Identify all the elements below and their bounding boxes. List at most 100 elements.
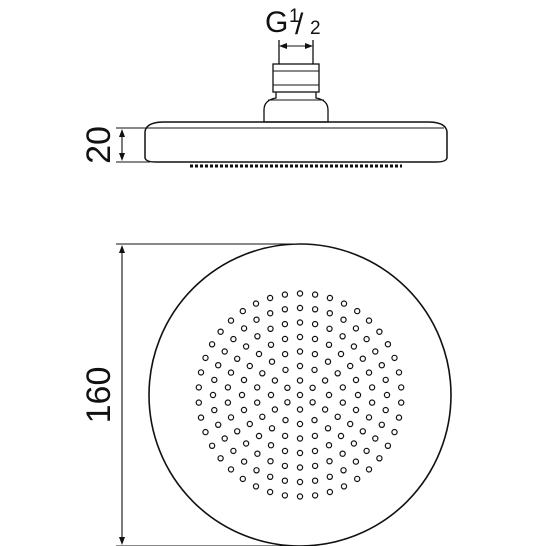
nozzle-dot xyxy=(365,369,373,376)
nozzle-dot xyxy=(359,355,366,362)
nozzle-dot xyxy=(340,316,347,323)
nozzle-dot xyxy=(384,341,392,348)
nozzle-dot xyxy=(254,384,261,391)
height-arrow-top xyxy=(119,129,125,137)
nozzle-dot xyxy=(281,432,289,440)
nozzle-dot xyxy=(368,399,376,406)
thread-label-numerator: 1 xyxy=(289,6,300,27)
nozzle-dot xyxy=(337,350,345,358)
nozzle-dot xyxy=(311,462,319,470)
nozzle-dot xyxy=(281,350,289,358)
nozzle-dot xyxy=(354,475,361,483)
nozzle-dot xyxy=(372,435,379,442)
nozzle-dot xyxy=(255,350,263,358)
nozzle-dot xyxy=(395,414,403,421)
nozzle-dot xyxy=(365,414,373,421)
swivel-neck xyxy=(263,92,329,123)
nozzle-dot xyxy=(202,354,209,362)
nozzle-dot xyxy=(217,328,224,335)
nozzle-dot xyxy=(284,399,291,406)
nozzle-dot xyxy=(368,384,376,391)
nozzle-dot xyxy=(296,420,304,428)
nozzle-dot xyxy=(282,366,289,374)
head-face-outline xyxy=(148,243,452,546)
nozzle-dot xyxy=(227,369,235,376)
nozzle-dot xyxy=(372,348,379,355)
nozzle-dot xyxy=(365,466,373,473)
nozzle-dot xyxy=(271,377,279,384)
nozzle-dot xyxy=(240,406,248,414)
nozzle-dot xyxy=(376,455,383,462)
nozzle-dot xyxy=(195,384,202,391)
nozzle-dot xyxy=(254,333,261,340)
nozzle-dot xyxy=(340,467,347,474)
nozzle-dot xyxy=(339,450,346,457)
nozzle-dot xyxy=(195,399,202,406)
nozzle-dot xyxy=(268,425,276,432)
nozzle-dot xyxy=(240,325,248,332)
nozzle-dot xyxy=(352,376,360,384)
nozzle-dot xyxy=(311,350,319,358)
nozzle-dot xyxy=(326,473,333,480)
nozzle-dot xyxy=(311,432,319,440)
thread-label-letter: G xyxy=(265,6,288,39)
nozzle-dot xyxy=(311,492,319,499)
nozzle-dot xyxy=(311,366,318,374)
nozzle-dot xyxy=(224,384,232,391)
nozzle-dot xyxy=(296,493,304,500)
nozzle-dot xyxy=(197,369,205,376)
nozzle-dot xyxy=(325,442,333,449)
nozzle-dot xyxy=(281,462,289,470)
nozzle-dot xyxy=(398,399,405,406)
nozzle-dot xyxy=(296,377,304,384)
nozzle-dot xyxy=(352,325,360,332)
nozzle-dot xyxy=(296,304,304,312)
nozzle-dot xyxy=(227,414,235,421)
nozzle-dot xyxy=(309,399,316,406)
nozzle-dot xyxy=(350,440,358,447)
thread-label-slash: / xyxy=(295,8,304,41)
nozzle-dot xyxy=(255,432,263,440)
nozzle-dot xyxy=(311,477,319,484)
nozzle-dot xyxy=(227,466,235,473)
nozzle-dot xyxy=(246,420,253,428)
nozzle-dot xyxy=(363,447,370,455)
nozzle-dot xyxy=(282,416,289,424)
nozzle-dot xyxy=(363,335,370,343)
nozzle-dot xyxy=(240,458,248,465)
nozzle-dot xyxy=(266,294,274,302)
nozzle-dot xyxy=(267,341,275,348)
height-dimension xyxy=(116,127,150,163)
thread-arrow-right xyxy=(305,43,313,49)
nozzle-dot xyxy=(340,483,348,490)
nozzle-dot xyxy=(326,310,333,317)
nozzle-dot xyxy=(296,319,304,326)
nozzle-dot xyxy=(378,421,385,428)
nozzle-dot xyxy=(339,384,346,391)
nozzle-dot xyxy=(197,414,205,421)
threaded-nut xyxy=(272,63,320,93)
nozzle-dot xyxy=(233,355,241,362)
nozzle-dot xyxy=(383,391,391,399)
nozzle-dot xyxy=(398,384,405,391)
nozzle-dot xyxy=(281,492,289,499)
nozzle-dot xyxy=(254,399,261,406)
nozzle-dot xyxy=(233,428,241,435)
nozzle-dot xyxy=(271,406,279,413)
nozzle-dot xyxy=(281,335,289,343)
nozzle-dot xyxy=(202,428,209,436)
nozzle-dot xyxy=(259,413,266,420)
nozzle-dot xyxy=(259,370,266,377)
thread-arrow-left xyxy=(279,43,287,49)
nozzle-dot xyxy=(239,307,246,315)
nozzle-dot xyxy=(382,406,389,414)
nozzle-dot xyxy=(309,384,316,391)
thread-dimension xyxy=(279,43,313,49)
side-view xyxy=(144,40,448,168)
nozzle-dot xyxy=(337,432,345,440)
nozzle-dot xyxy=(254,450,261,457)
nozzle-dot xyxy=(296,478,304,486)
nozzle-dot xyxy=(208,341,216,348)
nozzle-dot xyxy=(384,442,392,449)
nozzle-dot xyxy=(227,317,235,324)
